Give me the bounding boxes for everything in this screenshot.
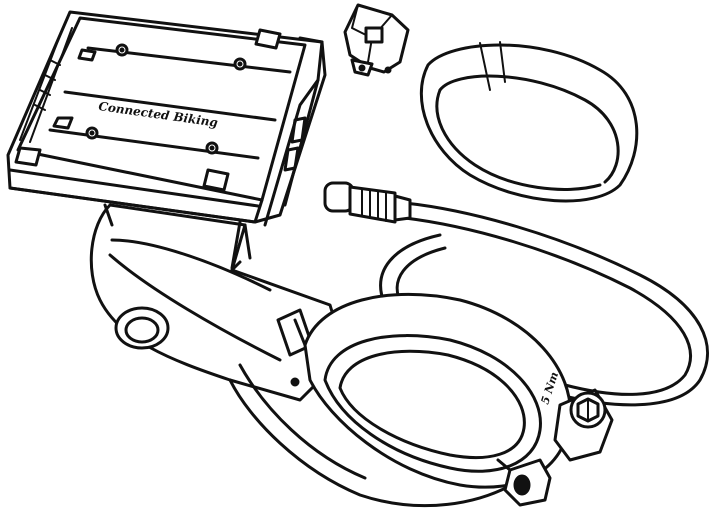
clamp-bolt — [496, 388, 614, 507]
handlebar-clamp: 5 Nm — [293, 292, 572, 489]
rubber-ring — [419, 41, 639, 203]
cable-connector — [323, 181, 412, 224]
stem-arm — [89, 203, 522, 508]
small-clip — [343, 3, 410, 77]
mount-plate: Connected Biking — [6, 10, 327, 270]
